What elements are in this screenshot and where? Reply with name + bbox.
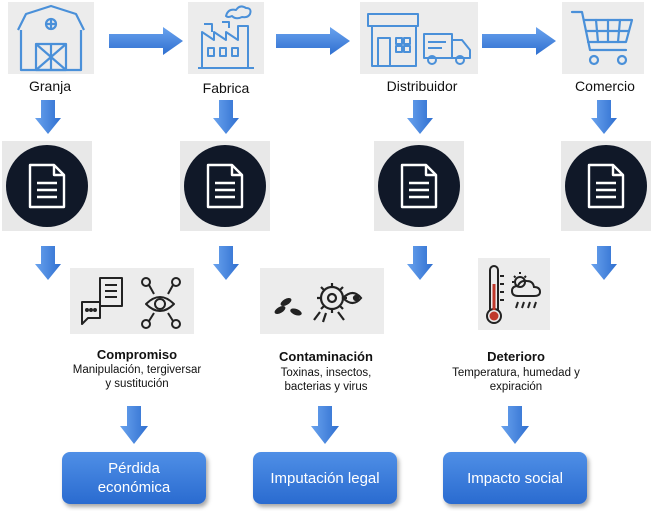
barn-icon <box>17 4 85 72</box>
stage-label-granja: Granja <box>28 78 72 94</box>
down-arrow-compromiso <box>120 406 148 444</box>
document-icon <box>587 163 625 209</box>
risk-tile-contaminacion <box>260 268 384 334</box>
document-tile-comercio <box>561 141 651 231</box>
down-arrow-distribuidor-2 <box>407 246 433 280</box>
stage-label-comercio: Comercio <box>575 78 635 94</box>
document-icon <box>28 163 66 209</box>
document-icon <box>206 163 244 209</box>
down-arrow-fabrica-1 <box>213 100 239 134</box>
outcome-perdida-economica: Pérdida económica <box>62 452 206 504</box>
document-tile-distribuidor <box>374 141 464 231</box>
outcome-impacto-social: Impacto social <box>443 452 587 504</box>
stage-tile-comercio <box>562 2 644 74</box>
risk-title-deterioro: Deterioro <box>487 349 545 364</box>
chat-eye-network-icon <box>81 277 181 329</box>
flow-arrow-right-2 <box>276 27 350 55</box>
risk-desc-contaminacion: Toxinas, insectos, bacterias y virus <box>280 367 372 393</box>
stage-label-distribuidor: Distribuidor <box>386 78 458 94</box>
down-arrow-contaminacion <box>311 406 339 444</box>
risk-title-contaminacion: Contaminación <box>279 349 373 364</box>
risk-desc-compromiso: Manipulación, tergiversar y sustitución <box>72 364 202 390</box>
insects-bacteria-icon <box>274 283 363 323</box>
down-arrow-granja-1 <box>35 100 61 134</box>
document-icon <box>400 163 438 209</box>
stage-label-fabrica: Fabrica <box>202 80 250 96</box>
down-arrow-distribuidor-1 <box>407 100 433 134</box>
flow-arrow-right-3 <box>482 27 556 55</box>
document-tile-fabrica <box>180 141 270 231</box>
flow-arrow-right-1 <box>109 27 183 55</box>
down-arrow-granja-2 <box>35 246 61 280</box>
down-arrow-comercio-1 <box>591 100 617 134</box>
document-tile-granja <box>2 141 92 231</box>
outcome-imputacion-legal: Imputación legal <box>253 452 397 504</box>
risk-title-compromiso: Compromiso <box>96 347 178 362</box>
stage-tile-distribuidor <box>360 2 478 74</box>
stage-tile-granja <box>8 2 94 74</box>
thermometer-weather-icon <box>486 265 542 324</box>
risk-desc-deterioro: Temperatura, humedad y expiración <box>452 367 580 393</box>
down-arrow-deterioro <box>501 406 529 444</box>
factory-icon <box>198 5 254 69</box>
shopping-cart-icon <box>570 10 634 66</box>
down-arrow-fabrica-2 <box>213 246 239 280</box>
down-arrow-comercio-2 <box>591 246 617 280</box>
stage-tile-fabrica <box>188 2 264 74</box>
risk-tile-deterioro <box>478 258 550 330</box>
risk-tile-compromiso <box>70 268 194 334</box>
store-truck-icon <box>367 13 471 67</box>
